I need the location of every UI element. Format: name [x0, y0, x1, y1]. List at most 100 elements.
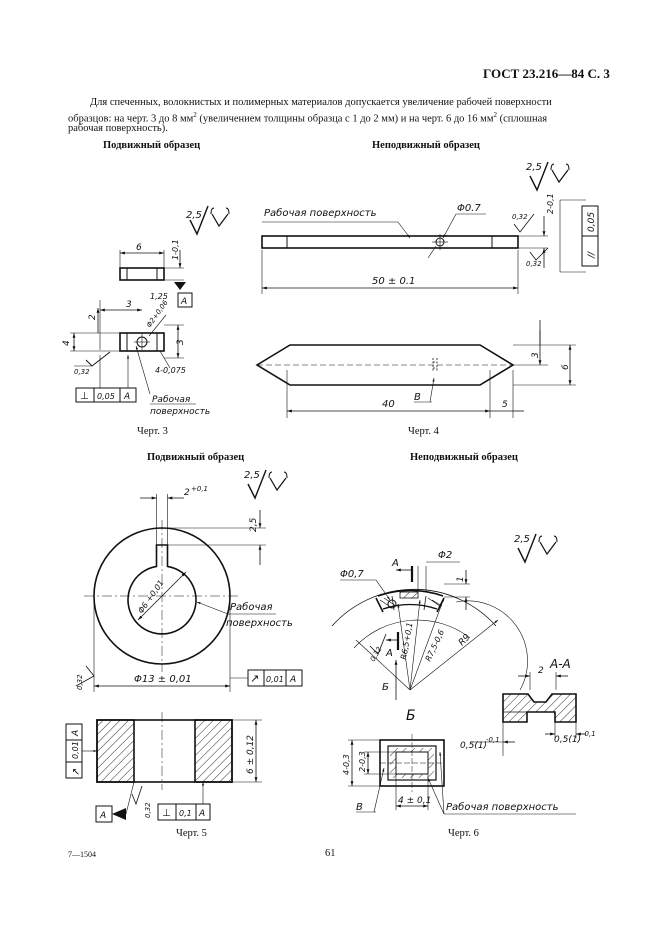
fig5-dim-phi13: Φ13 ± 0,01 [134, 674, 192, 685]
fig6-dim-phi2: Φ2 [438, 550, 452, 561]
section-fixed-top: Неподвижный образец [372, 140, 480, 151]
fig3-dim-6: 6 [136, 243, 142, 253]
fig4-tol-sym: // [587, 251, 597, 259]
fig3-rough-032: 0,32 [74, 368, 90, 376]
fig4-tol-val: 0,05 [587, 212, 597, 232]
fig5-label-work-2: поверхность [226, 618, 293, 629]
fig4-label-work: Рабочая поверхность [264, 207, 377, 219]
intro-line-2b: (увеличением толщины образца с 1 до 2 мм… [196, 113, 494, 125]
fig4-dim-50: 50 ± 0.1 [372, 276, 415, 287]
caption-fig6: Черт. 6 [448, 828, 479, 839]
fig3-front-view [119, 332, 165, 352]
intro-line-2c: (сплошная [496, 113, 548, 125]
fig5-side-tol-sym: ↗ [71, 768, 82, 776]
standard-header: ГОСТ 23.216—84 С. 3 [483, 66, 610, 81]
fig4-dim-40: 40 [382, 399, 395, 410]
fig4-bar-top [261, 235, 519, 249]
fig3-dim-3b: 3 [176, 339, 186, 345]
fig6-section-aa: A-A [549, 657, 571, 671]
intro-line-1: Для спеченных, волокнистых и полимерных … [90, 97, 552, 108]
fig5-side-tol-datum: A [71, 730, 81, 737]
fig6-label-b: Б [382, 682, 389, 693]
fig3-dim-4-0075: 4-0,075 [155, 366, 186, 375]
fig3-label-work-1: Рабочая [152, 395, 191, 405]
fig6-dim-4-03: 4-0,3 [342, 754, 351, 775]
fig4-dim-phi: Φ0.7 [457, 203, 481, 214]
fig5-dim-2-5: 2,5 [249, 517, 259, 532]
fig5-tol-sym: ↗ [250, 672, 259, 685]
fig3-roughness-value: 2,5 [186, 210, 202, 221]
section-mobile-top: Подвижный образец [103, 140, 201, 151]
fig3-dim-1-25: 1,25 [150, 292, 168, 301]
fig5-bot-tol-val: 0,1 [179, 809, 192, 818]
sup-2a: 2 [193, 111, 197, 119]
fig6-label-v: В [356, 802, 363, 813]
fig5-bot-tol-sym: ⊥ [162, 808, 171, 819]
caption-fig4: Черт. 4 [408, 426, 439, 437]
fig6-roughness-value: 2,5 [514, 534, 530, 545]
fig5-rough-032: 0,32 [76, 674, 84, 690]
fig6-dim-r75: R7,5-0,6 [424, 628, 446, 663]
fig6-dim-r9: R9 [457, 632, 473, 648]
fig4: 2,5 Рабочая поверхность Φ0.7 2-0,1 0,32 … [255, 161, 599, 418]
fig5-dim-2-tol: +0,1 [191, 485, 208, 493]
page-number: 61 [325, 848, 336, 859]
fig4-dim-2-01: 2-0,1 [546, 193, 555, 214]
fig6-dim-05b: 0,5(1) [554, 735, 581, 745]
fig5-dim-2: 2 [184, 488, 190, 498]
fig5-tol-datum: A [289, 675, 296, 685]
fig6-dim-2-03: 2-0,3 [358, 751, 367, 772]
fig3-dim-3: 3 [126, 300, 132, 310]
fig5-dim-6-012: 6 ± 0,12 [246, 735, 256, 774]
fig6-view-b: Б [406, 708, 416, 724]
caption-fig5: Черт. 5 [176, 828, 207, 839]
fig6-dim-05a-tol: -0,1 [486, 736, 500, 744]
fig6: 2,5 R6,5+0,1 R7,5-0,6 R9 Φ0,7 A [331, 533, 596, 815]
fig3-tol-sym: ⊥ [80, 391, 89, 402]
fig5-rough-032b: 0,32 [144, 802, 152, 818]
fig6-section-profile [502, 693, 577, 723]
fig3-tol-val: 0,05 [97, 392, 115, 401]
fig4-dim-5: 5 [502, 400, 508, 410]
fig5-tol-val: 0,01 [266, 675, 284, 684]
intro-line-2a: образцов: на черт. 3 до 8 мм [68, 113, 194, 125]
sup-2b: 2 [493, 111, 497, 119]
fig3-datum-a: A [180, 297, 187, 307]
fig3-roughness-symbol [189, 205, 230, 236]
fig3-tol-datum: A [123, 392, 130, 402]
print-code: 7—1504 [68, 850, 96, 859]
fig4-label-b: В [414, 392, 421, 403]
fig3-dim-4: 4 [62, 340, 72, 346]
fig6-label-a: A [391, 558, 399, 569]
fig5-side-tol-val: 0,01 [71, 741, 80, 759]
fig6-dim-05a: 0,5(1) [460, 741, 487, 751]
fig4-roughness-value: 2,5 [526, 162, 542, 173]
fig3-dim-2: 2 [88, 314, 98, 320]
fig6-dim-phi07: Φ0,7 [340, 569, 364, 580]
fig3-dim-phi: Φ2+0,06 [145, 298, 170, 329]
fig6-dim-1: 1 [456, 576, 466, 582]
caption-fig3: Черт. 3 [137, 426, 168, 437]
fig4-dim-3: 3 [531, 352, 541, 358]
fig6-dim-4-01: 4 ± 0,1 [398, 796, 431, 806]
fig3-top-view [119, 267, 165, 281]
fig4-dim-6: 6 [561, 364, 571, 370]
fig6-label-work: Рабочая поверхность [446, 801, 559, 813]
intro-line-3: рабочая поверхность). [68, 123, 168, 134]
section-mobile-bottom: Подвижный образец [147, 452, 245, 463]
fig5-label-work-1: Рабочая [230, 601, 273, 613]
fig6-rough-032: 0,32 [369, 645, 384, 663]
fig6-dim-2: 2 [538, 666, 544, 676]
fig5-bot-tol-datum: A [198, 809, 205, 819]
fig3-dim-1-01: 1-0,1 [171, 239, 180, 260]
fig6-label-a2: A [385, 648, 393, 659]
fig3-label-work-2: поверхность [150, 407, 210, 417]
fig5-datum-a: A [99, 811, 106, 821]
section-fixed-bottom: Неподвижный образец [410, 452, 518, 463]
fig3: 2,5 6 1-0,1 A 1,25 3 2 4 Φ [62, 205, 230, 417]
fig4-rough-032a: 0,32 [512, 213, 528, 221]
fig4-rough-032b: 0,32 [526, 260, 542, 268]
intro-line-2: образцов: на черт. 3 до 8 мм2 (увеличени… [68, 109, 547, 126]
fig6-dim-05b-tol: -0,1 [582, 730, 596, 738]
